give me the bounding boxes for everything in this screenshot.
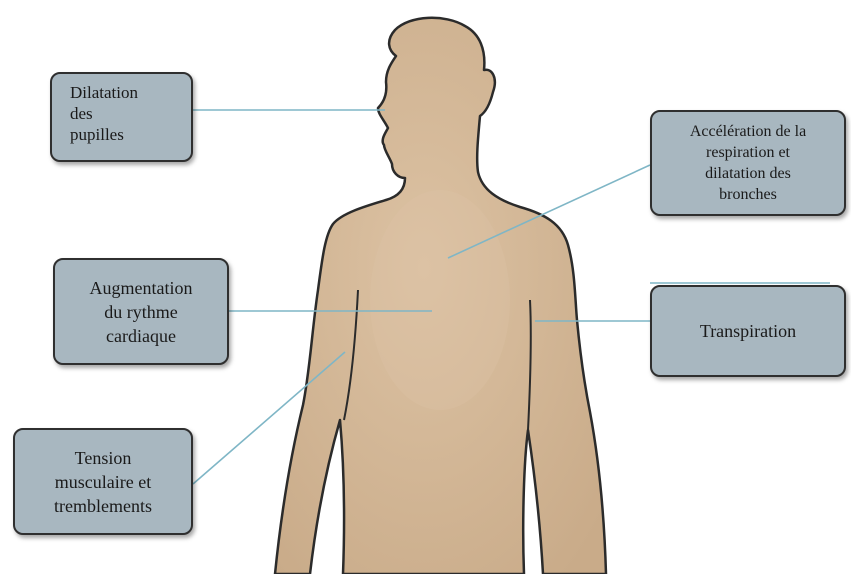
label-muscle-tension: Tension musculaire et tremblements (13, 428, 193, 535)
label-pupil-dilation: Dilatation des pupilles (50, 72, 193, 162)
label-respiration: Accélération de la respiration et dilata… (650, 110, 846, 216)
label-heart-rate: Augmentation du rythme cardiaque (53, 258, 229, 365)
label-sweating: Transpiration (650, 285, 846, 377)
torso-highlight (370, 190, 510, 410)
